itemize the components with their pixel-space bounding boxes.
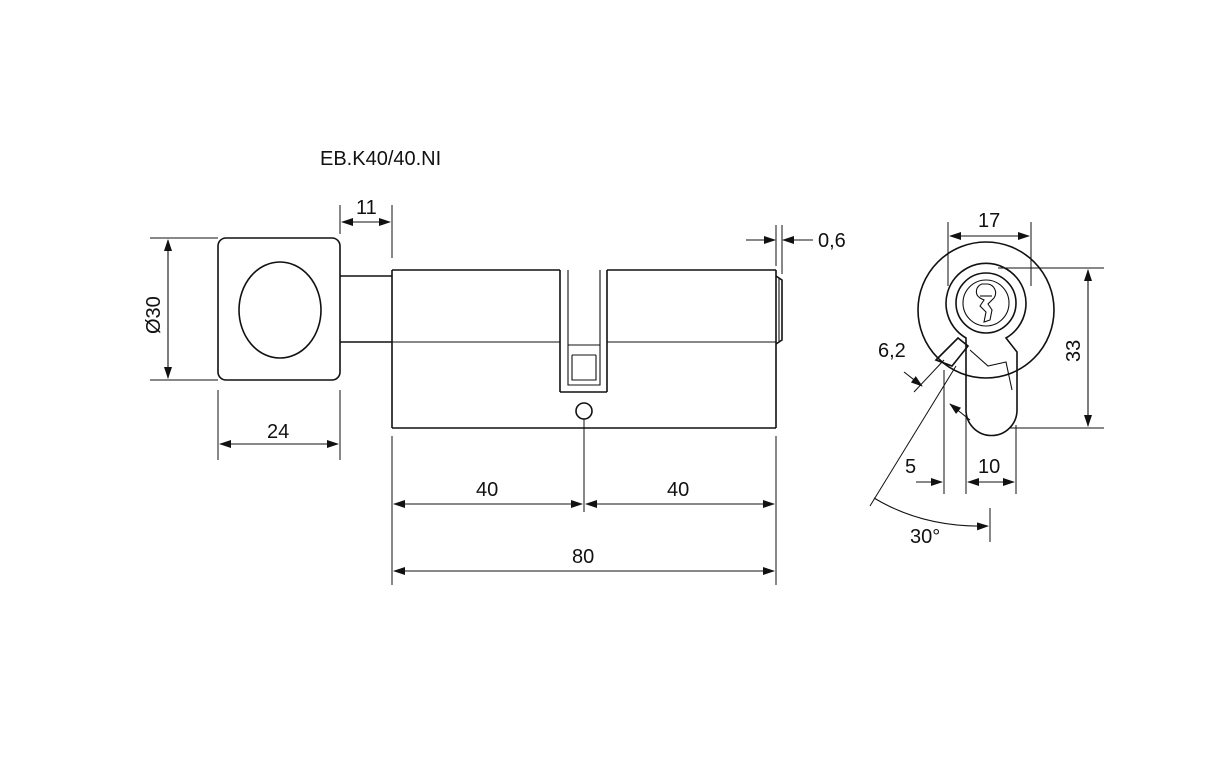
front-view: 17 33 6,2 5 10 30° xyxy=(869,210,1104,548)
cylinder-body xyxy=(391,269,783,429)
side-view: Ø30 24 11 0,6 40 40 80 xyxy=(143,197,846,585)
cam-width-label: 10 xyxy=(978,456,1000,478)
keyway-icon xyxy=(975,283,997,323)
width-label: 17 xyxy=(978,210,1000,232)
cam xyxy=(934,336,970,367)
knob-width-label: 24 xyxy=(267,421,289,443)
total-length-label: 80 xyxy=(572,546,594,568)
rosette xyxy=(917,241,1055,379)
height-label: 33 xyxy=(1063,340,1085,362)
edge-label: 6,2 xyxy=(878,340,906,362)
right-length-label: 40 xyxy=(667,479,689,501)
knob-body xyxy=(217,237,341,381)
angle-label: 30° xyxy=(910,526,940,548)
cylinder-profile xyxy=(945,262,1027,437)
cam-offset-label: 5 xyxy=(905,456,916,478)
diameter-label: Ø30 xyxy=(143,296,165,334)
fixing-screw-hole xyxy=(575,402,593,420)
knob-grip xyxy=(238,261,322,359)
plug xyxy=(955,272,1017,334)
drawing-title: EB.K40/40.NI xyxy=(320,148,441,170)
offset-label: 0,6 xyxy=(818,230,846,252)
left-length-label: 40 xyxy=(476,479,498,501)
shaft-label: 11 xyxy=(356,197,377,219)
